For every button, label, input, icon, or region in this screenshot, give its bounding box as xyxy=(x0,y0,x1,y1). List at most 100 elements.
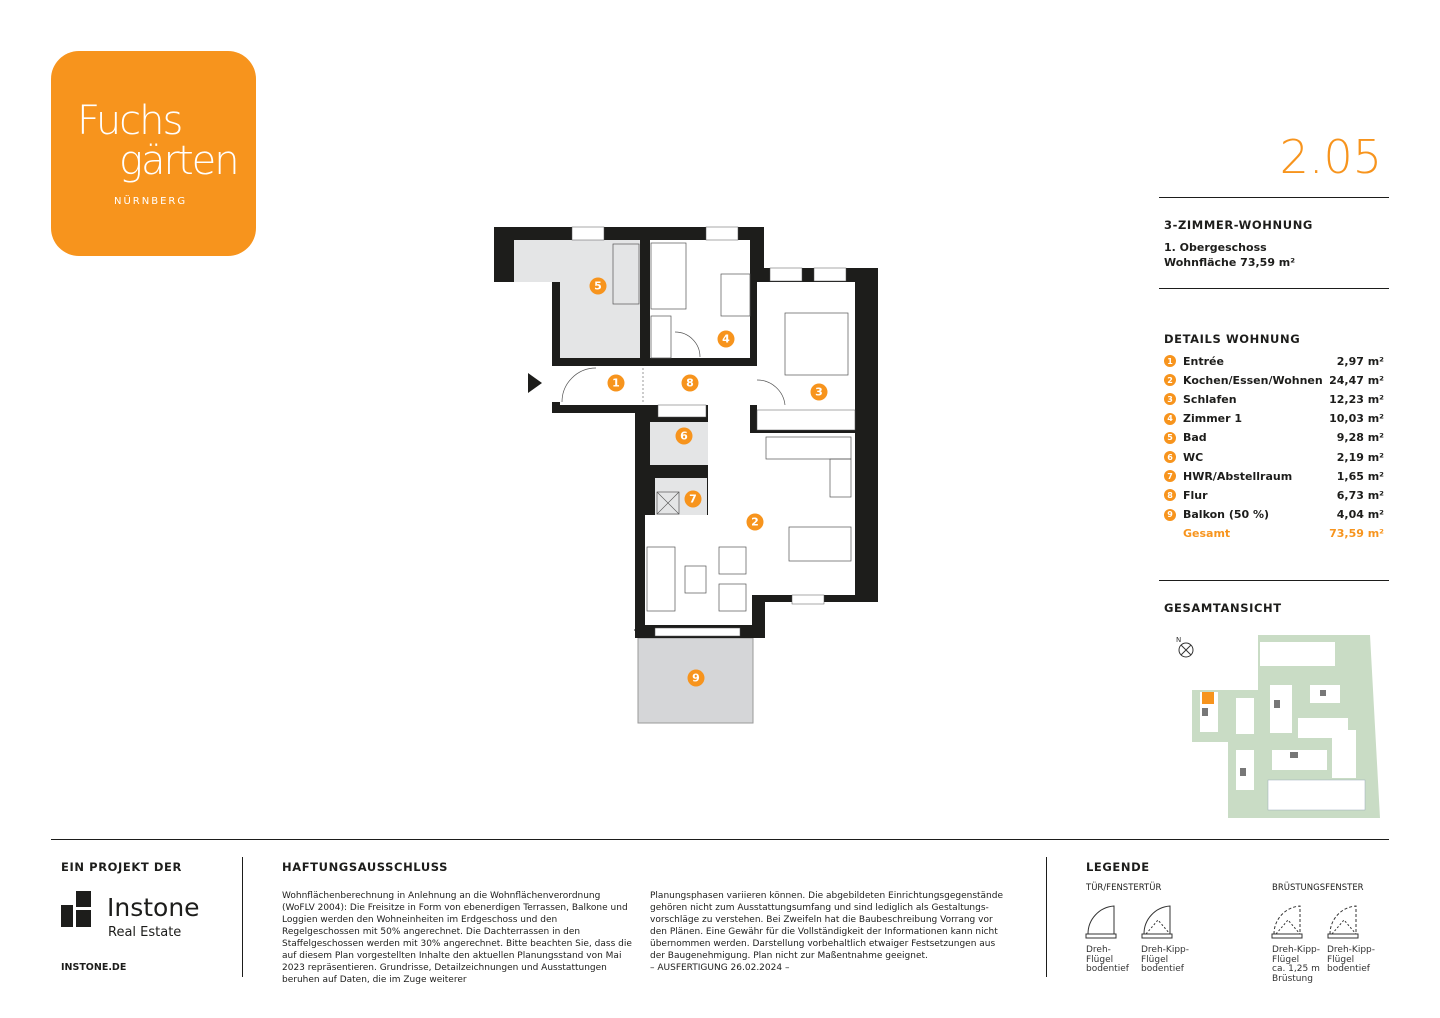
divider xyxy=(1046,857,1047,977)
bathtub xyxy=(612,243,640,305)
room-zimmer xyxy=(650,240,750,358)
room-area: 2,19 m² xyxy=(1336,450,1384,464)
room-area: 9,28 m² xyxy=(1336,431,1384,445)
disclaimer-title: HAFTUNGSAUSSCHLUSS xyxy=(282,860,449,874)
plan-room-badge: 5 xyxy=(589,277,607,295)
divider xyxy=(1159,288,1389,289)
balcony-door xyxy=(654,627,741,637)
room-bath xyxy=(514,240,640,358)
window xyxy=(791,594,825,605)
website-link[interactable]: INSTONE.DE xyxy=(61,962,127,973)
kitchen-counter xyxy=(765,436,852,460)
room-number-badge: 8 xyxy=(1164,489,1176,502)
turn-door-icon xyxy=(1085,905,1117,939)
details-title: DETAILS WOHNUNG xyxy=(1164,332,1301,346)
entrance-arrow-icon xyxy=(528,373,542,393)
sofa xyxy=(646,546,676,612)
disclaimer-col2: Planungsphasen variieren können. Die abg… xyxy=(650,890,1005,974)
room-name: Schlafen xyxy=(1183,392,1237,406)
room-number-badge: 4 xyxy=(1164,412,1176,425)
plan-room-badge: 2 xyxy=(746,513,764,531)
room-flur xyxy=(560,366,757,405)
instone-logo: Instone Real Estate xyxy=(61,891,200,940)
north-arrow-icon: N xyxy=(1176,636,1194,658)
room-number-badge: 1 xyxy=(1164,355,1176,367)
bed-single xyxy=(650,242,687,310)
disclaimer-col1: Wohnflächenberechnung in Anlehnung an di… xyxy=(282,891,632,985)
current-unit-marker xyxy=(1202,692,1214,704)
divider xyxy=(242,857,243,977)
company-sub: Real Estate xyxy=(108,925,182,940)
divider xyxy=(1159,580,1389,581)
room-name: Entrée xyxy=(1183,354,1224,368)
room-area: 24,47 m² xyxy=(1329,373,1384,387)
plan-room-badge: 3 xyxy=(810,383,828,401)
room-row: 9 Balkon (50 %) 4,04 m² xyxy=(1164,507,1384,523)
plan-room-badge: 8 xyxy=(681,374,699,392)
legend-door-title: TÜR/FENSTERTÜR xyxy=(1086,883,1162,893)
room-number-badge: 9 xyxy=(1164,508,1176,521)
room-number-badge: 6 xyxy=(1164,451,1176,463)
room-name: WC xyxy=(1183,450,1204,464)
room-number-badge: 2 xyxy=(1164,374,1176,387)
overview-title: GESAMTANSICHT xyxy=(1164,601,1282,615)
legend-item: Dreh- Flügel bodentief xyxy=(1086,945,1129,974)
room-area: 1,65 m² xyxy=(1336,469,1384,483)
plan-room-badge: 1 xyxy=(607,374,625,392)
room-name: Bad xyxy=(1183,431,1207,445)
room-area: 4,04 m² xyxy=(1336,508,1384,522)
divider xyxy=(1159,197,1389,198)
plan-room-badge: 7 xyxy=(684,490,702,508)
north-label: N xyxy=(1176,636,1181,644)
room-name: Flur xyxy=(1183,488,1208,502)
tilt-turn-door-icon xyxy=(1141,905,1173,939)
total-area: 73,59 m² xyxy=(1329,526,1384,540)
tilt-turn-window-icon xyxy=(1271,905,1303,939)
unit-type: 3-ZIMMER-WOHNUNG xyxy=(1164,218,1313,232)
room-row: 6 WC 2,19 m² xyxy=(1164,449,1384,465)
plan-room-badge: 4 xyxy=(717,330,735,348)
window xyxy=(705,226,739,241)
room-name: Balkon (50 %) xyxy=(1183,508,1270,522)
plan-room-badge: 6 xyxy=(675,427,693,445)
site-overview-map: N xyxy=(1176,635,1380,818)
bed-double xyxy=(784,312,849,376)
legend-window-title: BRÜSTUNGSFENSTER xyxy=(1272,883,1364,893)
logo-word-1: Fuchs xyxy=(77,98,183,144)
tilt-turn-window-floor-icon xyxy=(1327,905,1359,939)
issue-date: – AUSFERTIGUNG 26.02.2024 – xyxy=(650,963,790,973)
logo-word-2: gärten xyxy=(119,138,240,184)
legend-item: Dreh-Kipp- Flügel ca. 1,25 m Brüstung xyxy=(1272,945,1320,984)
room-area: 12,23 m² xyxy=(1329,392,1384,406)
disclaimer-text: Planungsphasen variieren können. Die abg… xyxy=(650,891,1004,961)
room-row: 2 Kochen/Essen/Wohnen 24,47 m² xyxy=(1164,372,1384,388)
footer-divider xyxy=(51,839,1389,840)
legend-item: Dreh-Kipp- Flügel bodentief xyxy=(1327,945,1375,974)
logo-city: NÜRNBERG xyxy=(114,196,188,207)
room-name: Kochen/Essen/Wohnen xyxy=(1183,373,1323,387)
unit-area: Wohnfläche 73,59 m² xyxy=(1164,256,1296,269)
legend-symbols xyxy=(1085,905,1359,939)
instone-logo-icon xyxy=(61,891,91,927)
room-area: 10,03 m² xyxy=(1329,412,1384,426)
room-number-badge: 5 xyxy=(1164,431,1176,444)
room-name: HWR/Abstellraum xyxy=(1183,469,1293,483)
window xyxy=(571,226,605,241)
window xyxy=(769,267,803,282)
room-row: 5 Bad 9,28 m² xyxy=(1164,430,1384,446)
dining-table xyxy=(788,526,852,562)
entrance-door xyxy=(552,366,562,402)
fuchsgaerten-logo: Fuchs gärten NÜRNBERG xyxy=(51,51,256,256)
room-area: 2,97 m² xyxy=(1336,354,1384,368)
plan-room-badge: 9 xyxy=(687,669,705,687)
window xyxy=(813,267,847,282)
room-schlafen xyxy=(757,282,855,430)
unit-number: 2.05 xyxy=(1279,130,1382,184)
company-name: Instone xyxy=(107,893,200,922)
unit-floor: 1. Obergeschoss xyxy=(1164,241,1267,254)
